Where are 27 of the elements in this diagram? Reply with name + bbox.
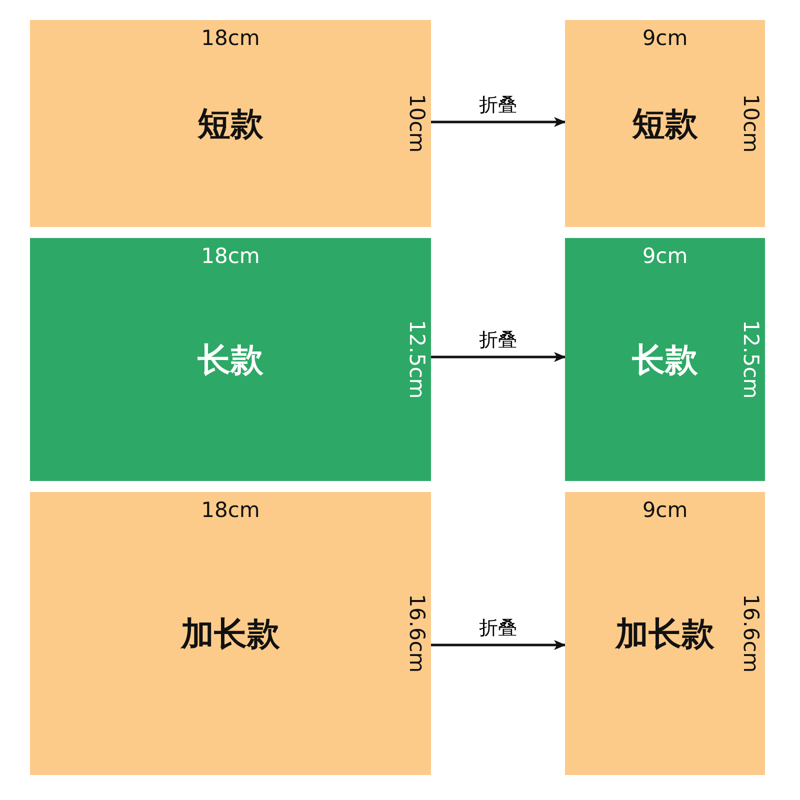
width-dimension: 9cm bbox=[642, 244, 688, 268]
card bbox=[30, 238, 431, 481]
width-dimension: 9cm bbox=[642, 26, 688, 50]
height-dimension: 12.5cm bbox=[405, 320, 429, 399]
card bbox=[565, 20, 765, 227]
height-dimension: 10cm bbox=[739, 94, 763, 153]
card bbox=[30, 492, 431, 775]
size-label: 加长款 bbox=[181, 612, 280, 654]
card bbox=[565, 492, 765, 775]
height-dimension: 12.5cm bbox=[739, 320, 763, 399]
size-label: 长款 bbox=[632, 338, 698, 380]
height-dimension: 10cm bbox=[405, 94, 429, 153]
size-label: 加长款 bbox=[616, 612, 714, 654]
size-label: 长款 bbox=[198, 338, 264, 380]
card bbox=[30, 20, 431, 227]
size-label: 短款 bbox=[632, 102, 698, 144]
card bbox=[565, 238, 765, 481]
width-dimension: 9cm bbox=[642, 498, 688, 522]
width-dimension: 18cm bbox=[201, 498, 260, 522]
width-dimension: 18cm bbox=[201, 244, 260, 268]
arrow bbox=[431, 640, 566, 650]
height-dimension: 16.6cm bbox=[405, 594, 429, 673]
height-dimension: 16.6cm bbox=[739, 594, 763, 673]
width-dimension: 18cm bbox=[201, 26, 260, 50]
arrow bbox=[431, 352, 566, 362]
size-label: 短款 bbox=[198, 102, 264, 144]
arrow bbox=[431, 117, 566, 127]
